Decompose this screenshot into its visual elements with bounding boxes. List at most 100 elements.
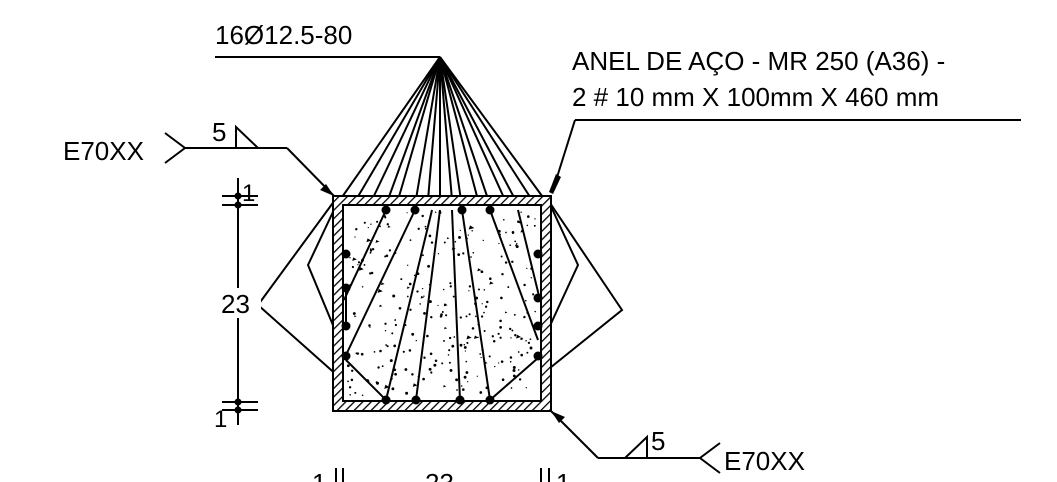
concrete-speck bbox=[480, 270, 484, 274]
concrete-speck bbox=[350, 378, 354, 382]
concrete-aggregate bbox=[446, 237, 450, 240]
concrete-speck bbox=[523, 315, 526, 319]
concrete-speck bbox=[500, 296, 503, 300]
concrete-speck bbox=[509, 356, 513, 359]
concrete-speck bbox=[394, 372, 397, 376]
concrete-speck bbox=[527, 341, 531, 345]
concrete-aggregate bbox=[366, 238, 372, 243]
concrete-speck bbox=[516, 220, 520, 223]
concrete-speck bbox=[346, 364, 350, 368]
concrete-aggregate bbox=[352, 257, 357, 261]
concrete-speck bbox=[445, 314, 448, 317]
concrete-speck bbox=[357, 264, 359, 266]
concrete-speck bbox=[398, 306, 402, 310]
concrete-speck bbox=[494, 365, 496, 368]
concrete-speck bbox=[369, 248, 372, 251]
concrete-aggregate bbox=[377, 288, 383, 293]
concrete-speck bbox=[497, 362, 500, 364]
concrete-speck bbox=[452, 295, 455, 298]
concrete-speck bbox=[376, 220, 379, 223]
concrete-speck bbox=[441, 362, 444, 365]
concrete-speck bbox=[363, 221, 366, 224]
concrete-speck bbox=[439, 315, 443, 318]
vertical-dimension-ticks bbox=[234, 192, 242, 414]
rebar-label: 16Ø12.5-80 bbox=[215, 20, 352, 50]
concrete-speck bbox=[411, 373, 414, 376]
concrete-speck bbox=[417, 227, 420, 230]
dim-vertical-top: 1 bbox=[242, 180, 255, 207]
concrete-speck bbox=[386, 223, 389, 226]
concrete-speck bbox=[421, 287, 424, 290]
concrete-speck bbox=[477, 288, 481, 291]
weld-top-electrode: E70XX bbox=[63, 136, 144, 166]
concrete-speck bbox=[437, 304, 439, 307]
concrete-speck bbox=[357, 261, 361, 264]
concrete-speck bbox=[421, 214, 424, 218]
concrete-speck bbox=[381, 365, 384, 368]
concrete-speck bbox=[457, 253, 461, 257]
ring-spec-line2: 2 # 10 mm X 100mm X 460 mm bbox=[572, 82, 939, 112]
concrete-speck bbox=[385, 254, 389, 258]
concrete-aggregate bbox=[375, 239, 380, 243]
concrete-speck bbox=[504, 261, 508, 264]
concrete-speck bbox=[422, 377, 425, 381]
concrete-speck bbox=[373, 351, 376, 353]
concrete-aggregate bbox=[443, 303, 448, 307]
concrete-speck bbox=[512, 366, 516, 369]
concrete-speck bbox=[498, 242, 500, 245]
concrete-speck bbox=[512, 232, 514, 235]
concrete-speck bbox=[472, 251, 475, 254]
concrete-aggregate bbox=[520, 230, 524, 233]
concrete-aggregate bbox=[504, 311, 508, 314]
weld-top-arrowhead bbox=[320, 184, 334, 196]
concrete-speck bbox=[442, 288, 445, 291]
concrete-speck bbox=[430, 371, 433, 374]
concrete-speck bbox=[376, 381, 379, 385]
concrete-speck bbox=[419, 303, 422, 305]
concrete-speck bbox=[415, 339, 417, 342]
concrete-speck bbox=[443, 339, 445, 342]
concrete-speck bbox=[384, 329, 387, 332]
concrete-speck bbox=[462, 252, 465, 255]
concrete-speck bbox=[406, 295, 409, 298]
concrete-speck bbox=[525, 387, 527, 389]
concrete-speck bbox=[447, 354, 450, 356]
concrete-speck bbox=[379, 349, 382, 353]
concrete-speck bbox=[423, 295, 425, 297]
concrete-speck bbox=[386, 345, 389, 348]
concrete-speck bbox=[352, 312, 356, 315]
concrete-speck bbox=[426, 334, 429, 338]
horizontal-dimension bbox=[335, 468, 550, 482]
concrete-speck bbox=[510, 337, 512, 339]
concrete-speck bbox=[413, 274, 416, 277]
concrete-speck bbox=[423, 356, 426, 359]
concrete-aggregate bbox=[516, 334, 521, 339]
concrete-speck bbox=[360, 352, 364, 356]
concrete-aggregate bbox=[358, 267, 364, 271]
concrete-speck bbox=[347, 380, 349, 383]
concrete-speck bbox=[482, 239, 485, 242]
concrete-speck bbox=[525, 299, 527, 302]
concrete-speck bbox=[467, 234, 469, 236]
concrete-speck bbox=[441, 311, 444, 313]
concrete-speck bbox=[384, 255, 387, 258]
concrete-speck bbox=[459, 343, 463, 347]
concrete-speck bbox=[463, 375, 467, 379]
weld-bottom-size: 5 bbox=[651, 426, 665, 456]
concrete-speck bbox=[408, 349, 412, 352]
concrete-core bbox=[343, 205, 540, 401]
concrete-speck bbox=[402, 350, 405, 353]
concrete-speck bbox=[449, 282, 452, 285]
concrete-aggregate bbox=[379, 304, 383, 308]
concrete-aggregate bbox=[406, 286, 411, 289]
internal-bars bbox=[343, 209, 541, 401]
concrete-aggregate bbox=[384, 384, 390, 389]
rebar-fan bbox=[339, 56, 546, 208]
concrete-speck bbox=[525, 340, 527, 342]
concrete-speck bbox=[456, 389, 458, 391]
concrete-speck bbox=[484, 305, 488, 308]
concrete-speck bbox=[480, 356, 482, 359]
concrete-speck bbox=[377, 366, 380, 369]
concrete-speck bbox=[527, 215, 530, 218]
concrete-speck bbox=[534, 310, 536, 313]
